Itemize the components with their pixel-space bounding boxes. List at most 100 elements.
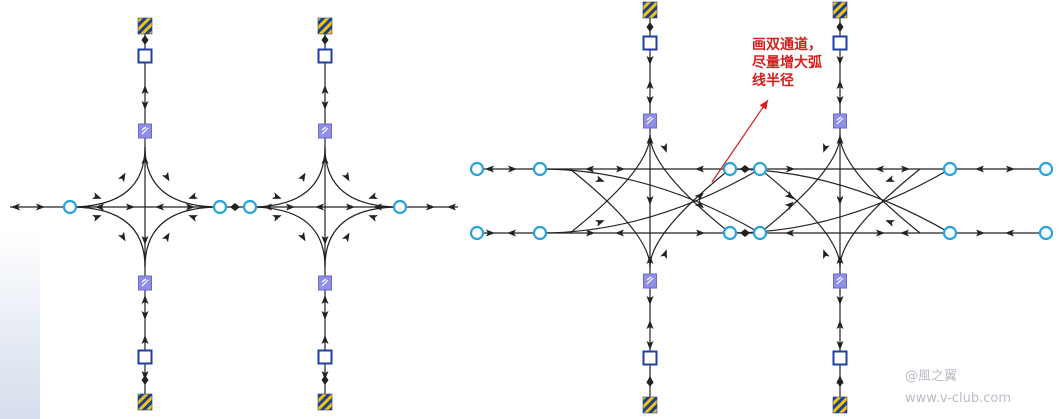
watermark-site: www.v-club.com bbox=[905, 391, 1012, 406]
arrow-icon bbox=[373, 203, 382, 211]
arrow-icon bbox=[95, 203, 104, 211]
arrow-icon bbox=[341, 171, 350, 182]
arrow-head bbox=[1005, 229, 1014, 237]
controller-glyph bbox=[321, 278, 329, 287]
circle-node-icon bbox=[722, 161, 738, 177]
arrow-head bbox=[426, 203, 435, 211]
arrow-head bbox=[341, 232, 350, 243]
track-curve bbox=[569, 134, 651, 234]
arrow-icon bbox=[901, 165, 910, 173]
arrow-head bbox=[161, 232, 170, 243]
track-curve bbox=[649, 134, 731, 234]
arrow-head bbox=[646, 255, 654, 264]
watermark-handle: @風之翼 bbox=[905, 369, 958, 384]
arrow-head bbox=[595, 175, 605, 182]
arrow-icon bbox=[155, 203, 164, 211]
arrow-head bbox=[595, 220, 605, 227]
arrow-head bbox=[646, 56, 654, 65]
arrow-head bbox=[836, 56, 844, 65]
arrow-head bbox=[11, 203, 20, 211]
arrow-icon bbox=[188, 215, 198, 222]
arrow-icon bbox=[836, 96, 844, 105]
track-curve bbox=[539, 168, 761, 234]
arrow-head bbox=[836, 296, 844, 305]
arrow-head bbox=[321, 311, 329, 320]
arrow-icon bbox=[885, 175, 895, 182]
diamond-junction-icon bbox=[646, 377, 654, 387]
arrow-icon bbox=[368, 215, 378, 222]
annotation-arrow-head bbox=[759, 100, 768, 110]
arrow-icon bbox=[595, 175, 605, 182]
arrow-icon bbox=[321, 335, 329, 344]
arrow-icon bbox=[885, 220, 895, 227]
arrow-head bbox=[321, 236, 329, 245]
track-curve bbox=[324, 206, 401, 268]
arrow-icon bbox=[616, 165, 625, 173]
track-curve bbox=[69, 146, 146, 208]
arrow-icon bbox=[447, 203, 456, 211]
arrow-icon bbox=[694, 192, 704, 202]
arrow-icon bbox=[272, 192, 282, 199]
arrow-head bbox=[485, 165, 494, 173]
arrow-head bbox=[508, 165, 517, 173]
controller-glyph bbox=[646, 116, 654, 125]
arrow-icon bbox=[975, 165, 984, 173]
watermark: @風之翼 www.v-club.com bbox=[905, 366, 1011, 410]
track-curve bbox=[839, 134, 921, 234]
circle-node-icon bbox=[1038, 161, 1054, 177]
arrow-head bbox=[186, 203, 195, 211]
arrow-head bbox=[585, 165, 594, 173]
arrow-head bbox=[141, 311, 149, 320]
arrow-icon bbox=[646, 80, 654, 89]
arrow-icon bbox=[141, 311, 149, 320]
arrow-icon bbox=[836, 56, 844, 65]
arrow-icon bbox=[836, 80, 844, 89]
arrow-head bbox=[976, 229, 985, 237]
arrow-head bbox=[875, 165, 884, 173]
arrow-head bbox=[272, 215, 282, 222]
circle-node-icon bbox=[942, 161, 958, 177]
arrow-head bbox=[126, 203, 135, 211]
arrow-head bbox=[141, 335, 149, 344]
arrow-head bbox=[341, 171, 350, 182]
arrow-icon bbox=[784, 201, 794, 211]
arrow-icon bbox=[508, 165, 517, 173]
arrow-head bbox=[297, 231, 306, 242]
arrow-head bbox=[486, 229, 495, 237]
track-curve bbox=[249, 146, 326, 208]
annotation-line-1: 画双通道， bbox=[752, 37, 822, 53]
arrow-icon bbox=[646, 320, 654, 329]
track-curve bbox=[324, 146, 401, 208]
diamond-junction-icon bbox=[740, 165, 750, 173]
hazard-stripe-icon bbox=[137, 17, 153, 35]
arrow-icon bbox=[646, 135, 654, 144]
arrow-icon bbox=[836, 196, 844, 205]
arrow-head bbox=[188, 215, 198, 222]
arrow-head bbox=[297, 172, 306, 183]
diamond-junction-icon bbox=[646, 22, 654, 32]
arrow-icon bbox=[321, 155, 329, 164]
arrow-icon bbox=[426, 203, 435, 211]
diamond-junction-icon bbox=[230, 203, 240, 211]
arrow-head bbox=[836, 320, 844, 329]
arrow-head bbox=[696, 229, 705, 237]
circle-node-icon bbox=[469, 161, 485, 177]
arrow-icon bbox=[586, 229, 595, 237]
circle-node-icon bbox=[752, 161, 768, 177]
arrow-icon bbox=[1005, 229, 1014, 237]
arrow-icon bbox=[126, 203, 135, 211]
hazard-stripe-icon bbox=[642, 1, 658, 19]
arrow-icon bbox=[11, 203, 20, 211]
arrow-head bbox=[836, 96, 844, 105]
arrow-head bbox=[155, 203, 164, 211]
controller-glyph bbox=[141, 126, 149, 135]
arrow-icon bbox=[141, 335, 149, 344]
arrow-head bbox=[586, 229, 595, 237]
arrow-icon bbox=[485, 165, 494, 173]
arrow-head bbox=[695, 165, 704, 173]
arrow-icon bbox=[321, 311, 329, 320]
square-station-icon bbox=[832, 35, 848, 51]
arrow-icon bbox=[272, 215, 282, 222]
circle-node-icon bbox=[532, 225, 548, 241]
